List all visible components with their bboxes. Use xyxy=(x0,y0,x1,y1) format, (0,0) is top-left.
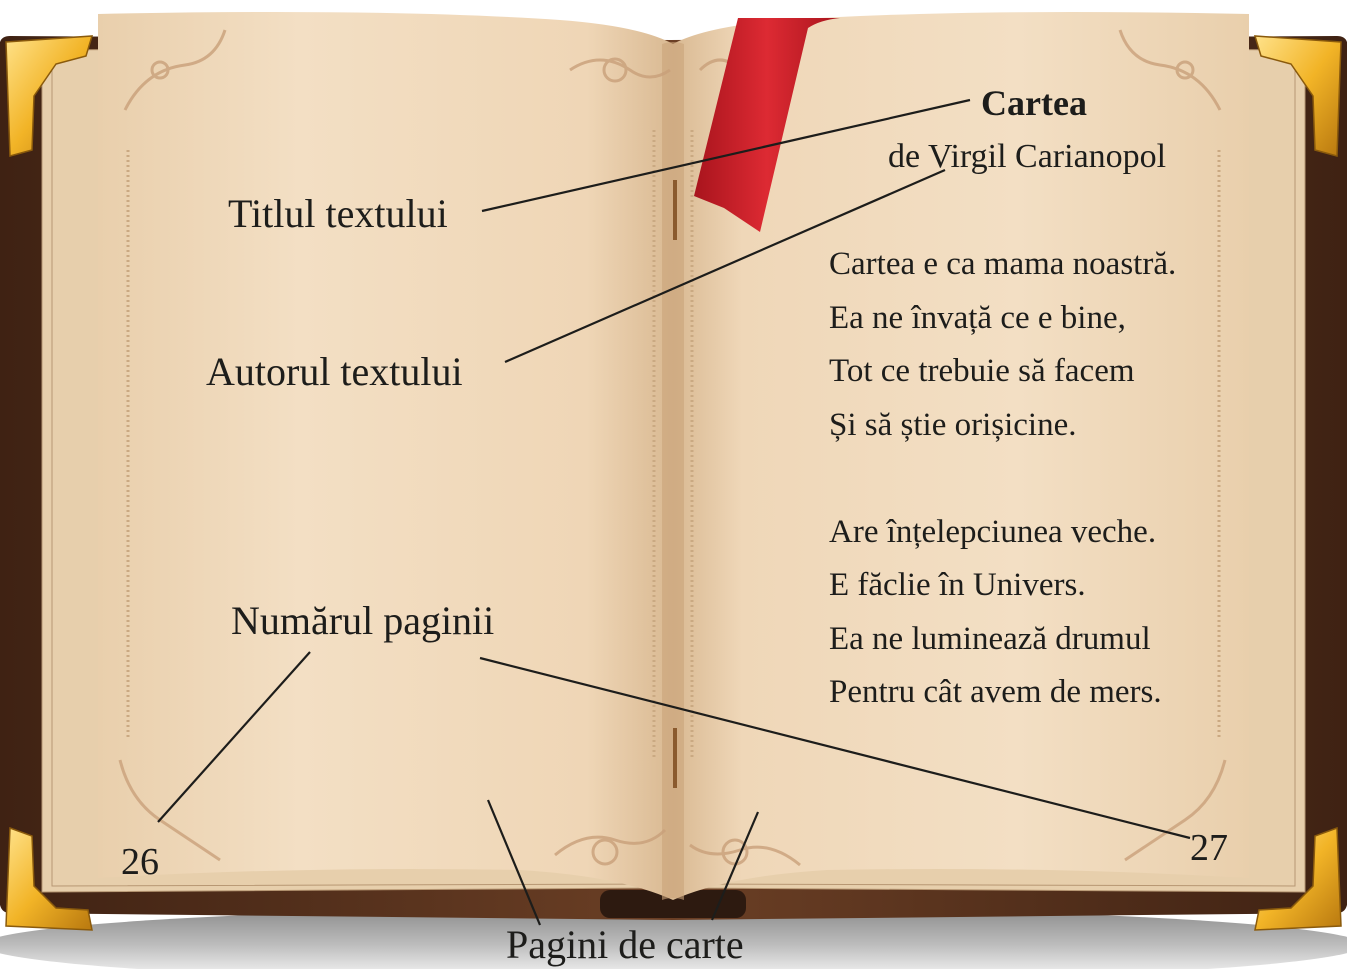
poem-line: Pentru cât avem de mers. xyxy=(829,674,1162,710)
left-page-number: 26 xyxy=(121,841,159,883)
right-page-number: 27 xyxy=(1190,827,1228,869)
stanza-gap xyxy=(829,452,1176,506)
right-page xyxy=(673,12,1249,900)
annotation-lines xyxy=(157,98,1191,926)
pages-label: Pagini de carte xyxy=(506,922,744,967)
poem-line: Tot ce trebuie să facem xyxy=(829,353,1135,389)
title-label: Titlul textului xyxy=(228,191,448,236)
author-label: Autorul textului xyxy=(206,349,463,394)
poem-author: de Virgil Carianopol xyxy=(888,138,1167,175)
page-number-label: Numărul paginii xyxy=(231,598,495,643)
ground-shadow xyxy=(0,907,1347,969)
poem-line: Cartea e ca mama noastră. xyxy=(829,246,1177,282)
poem-text: Cartea e ca mama noastră. Ea ne învață c… xyxy=(829,238,1176,720)
book-spine xyxy=(662,42,684,900)
pages-leader-left xyxy=(486,799,542,926)
page-number-leader-left xyxy=(157,651,311,823)
page-number-leader-right xyxy=(479,656,1191,840)
author-leader-line xyxy=(504,168,946,364)
gold-corners xyxy=(5,35,1342,931)
poem-line: E făclie în Univers. xyxy=(829,567,1086,603)
poem-line: Și să știe orișicine. xyxy=(829,406,1077,443)
poem-title: Cartea xyxy=(981,83,1087,123)
poem-line: Ea ne luminează drumul xyxy=(829,620,1151,657)
poem-line: Ea ne învață ce e bine, xyxy=(829,299,1126,336)
bookmark-ribbon xyxy=(694,18,840,232)
floral-ornaments xyxy=(118,29,1227,867)
title-leader-line xyxy=(481,98,971,213)
left-page xyxy=(98,12,673,900)
poem-line: Are înțelepciunea veche. xyxy=(829,513,1157,550)
pages-leader-right xyxy=(710,811,760,921)
